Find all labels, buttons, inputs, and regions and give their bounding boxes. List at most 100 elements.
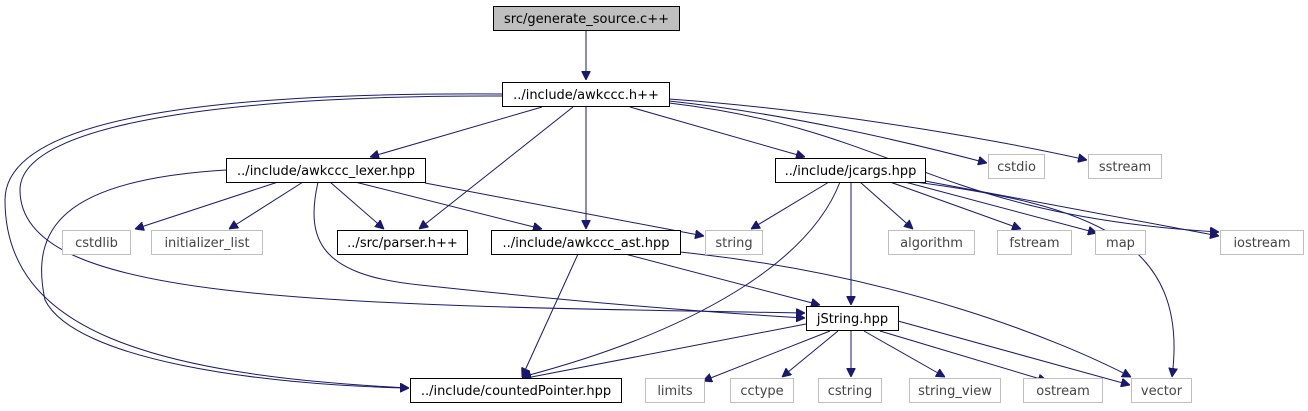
node-cctype: cctype [730,378,794,403]
node-label: src/generate_source.c++ [504,12,669,27]
edge-jstring-to-counted [521,323,807,379]
node-label: fstream [1009,236,1059,251]
edge-jcargs-to-string [751,181,830,229]
edge-jstring-to-string_view [863,330,945,377]
node-box [491,230,681,255]
node-box [151,230,263,255]
node-label: jString.hpp [816,312,888,327]
node-label: cctype [740,384,783,399]
edge-jcargs-to-counted [522,181,841,377]
node-label: ../include/awkccc_ast.hpp [503,236,670,251]
node-label: ostream [1036,384,1090,399]
node-label: cstdio [997,160,1036,175]
node-ast[interactable]: ../include/awkccc_ast.hpp [491,230,681,255]
node-box [1220,230,1304,255]
node-label: sstream [1099,160,1151,175]
node-box [988,154,1045,179]
edge-ast-to-counted [522,253,579,377]
node-cstdio: cstdio [988,154,1045,179]
edge-awkccc_h-to-cstdio [668,100,987,163]
edge-ast-to-jstring [624,253,820,305]
node-label: map [1106,236,1135,251]
node-box [806,306,899,331]
node-box [705,230,763,255]
node-lexer[interactable]: ../include/awkccc_lexer.hpp [226,158,426,183]
node-box [1023,378,1103,403]
node-string: string [705,230,763,255]
node-label: iostream [1233,236,1290,251]
node-box [997,230,1072,255]
edge-jstring-to-limits [703,330,831,381]
nodes-layer: src/generate_source.c++ ../include/awkccc… [62,6,1304,403]
node-init-list: initializer_list [151,230,263,255]
edge-lexer-to-cstdlib [135,181,279,229]
node-label: ../include/jcargs.hpp [785,164,917,179]
node-counted[interactable]: ../include/countedPointer.hpp [410,378,622,403]
node-box [775,158,926,183]
node-ostream: ostream [1023,378,1103,403]
node-string-view: string_view [909,378,1001,403]
edge-lexer-to-init_list [229,181,304,229]
edge-jcargs-to-vector [914,181,1174,377]
node-box [502,82,670,107]
node-box [410,378,622,403]
node-label: ../include/awkccc.h++ [513,88,659,103]
node-map: map [1095,230,1146,255]
node-box [493,6,680,31]
node-label: cstdlib [75,236,118,251]
node-label: initializer_list [164,236,249,251]
node-label: ../src/parser.h++ [347,236,458,251]
node-box [818,378,882,403]
node-label: string [715,236,752,251]
node-box [909,378,1001,403]
node-cstdlib: cstdlib [62,230,131,255]
edge-awkccc_h-to-counted [4,93,503,388]
node-box [1095,230,1146,255]
node-box [226,158,426,183]
edge-awkccc_h-to-sstream [668,98,1087,160]
node-box [1131,378,1192,403]
edge-jstring-to-cctype [782,330,839,377]
edge-lexer-to-counted [41,169,409,388]
edge-awkccc_h-to-parser [419,106,574,229]
node-label: algorithm [900,236,963,251]
edge-lexer-to-jstring [313,181,805,318]
edge-jcargs-to-map [904,181,1097,233]
edge-lexer-to-string [424,182,704,236]
node-algorithm: algorithm [888,230,975,255]
node-jcargs[interactable]: ../include/jcargs.hpp [775,158,926,183]
node-box [645,378,705,403]
node-iostream: iostream [1220,230,1304,255]
node-vector: vector [1131,378,1192,403]
edge-jcargs-to-iostream [924,180,1219,236]
node-parser[interactable]: ../src/parser.h++ [337,230,468,255]
node-box [888,230,975,255]
edge-jcargs-to-algorithm [859,181,913,229]
node-label: vector [1141,384,1183,399]
node-label: limits [657,384,693,399]
edge-awkccc_h-to-jcargs [629,106,805,157]
node-label: ../include/awkccc_lexer.hpp [237,164,415,179]
edge-ast-to-vector [679,251,1131,377]
node-label: string_view [918,384,992,399]
node-box [730,378,794,403]
edge-lexer-to-parser [329,181,384,229]
node-label: cstring [828,384,872,399]
node-box [337,230,468,255]
edge-awkccc_h-to-lexer [370,106,543,157]
node-root[interactable]: src/generate_source.c++ [493,6,680,31]
node-sstream: sstream [1088,154,1162,179]
node-fstream: fstream [997,230,1072,255]
node-limits: limits [645,378,705,403]
node-cstring: cstring [818,378,882,403]
edge-lexer-to-ast [354,181,542,229]
node-jstring[interactable]: jString.hpp [806,306,899,331]
edge-awkccc_h-to-jstring [19,95,805,313]
node-box [1088,154,1162,179]
edge-jstring-to-vector [897,320,1130,385]
edge-jcargs-to-fstream [889,181,1021,229]
node-awkccc-h[interactable]: ../include/awkccc.h++ [502,82,670,107]
node-box [62,230,131,255]
edge-jstring-to-ostream [879,330,1047,381]
